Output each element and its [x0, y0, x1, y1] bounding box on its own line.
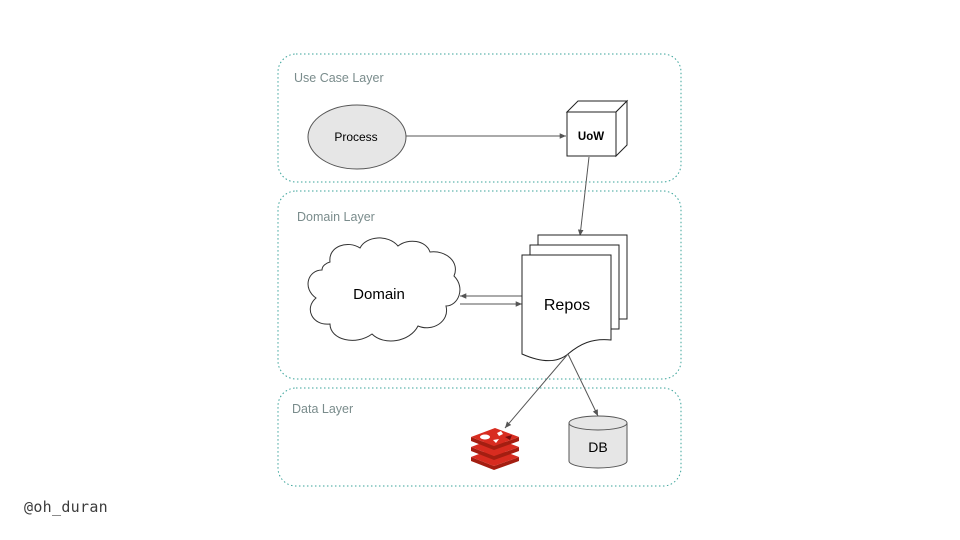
data-layer-title: Data Layer: [292, 402, 353, 416]
domain-label: Domain: [353, 286, 405, 303]
process-node: Process: [307, 104, 407, 170]
domain-node: Domain: [307, 237, 461, 342]
uow-label: UoW: [578, 131, 604, 143]
use-case-layer: Use Case Layer: [277, 53, 682, 183]
uow-node: UoW: [565, 99, 629, 158]
process-label: Process: [334, 130, 377, 144]
repos-to-redis-arrow: [504, 353, 569, 429]
domain-layer: Domain Layer: [277, 190, 682, 380]
uow-to-repos-arrow: [577, 156, 590, 237]
db-label: DB: [588, 439, 607, 455]
repos-label: Repos: [544, 297, 590, 314]
domain-layer-title: Domain Layer: [297, 210, 375, 224]
author-handle: @oh_duran: [24, 498, 108, 516]
redis-icon: [471, 428, 519, 470]
repos-to-db-arrow: [567, 353, 599, 417]
use-case-layer-title: Use Case Layer: [294, 71, 384, 85]
data-layer: Data Layer: [277, 387, 682, 487]
db-node: DB: [568, 415, 628, 469]
repos-node: Repos: [521, 234, 628, 362]
